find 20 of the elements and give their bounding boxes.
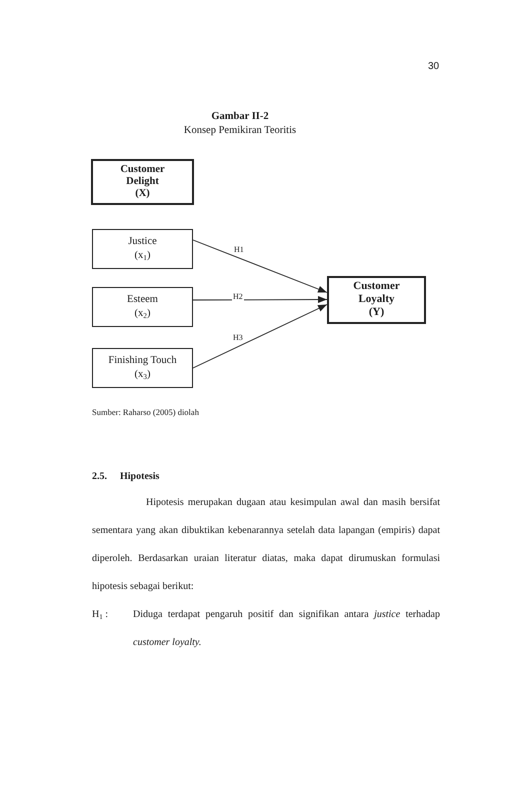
variable-box: Finishing Touch (x$_{3}$) — [92, 348, 193, 388]
hypothesis-text: Diduga terdapat pengaruh positif dan signifikan antara justice terhadap customer loyalty. — [133, 608, 440, 650]
source-note: Sumber: Raharso (2005) diolah — [92, 406, 200, 418]
page-number: 30 — [428, 60, 440, 73]
edge-label: H1 — [233, 245, 245, 255]
figure-subtitle: Konsep Pemikiran Teoritis — [182, 124, 298, 137]
arrow — [192, 240, 328, 293]
edge-label: H3 — [232, 333, 244, 343]
variable-box: Esteem (x$_{2}$) — [92, 287, 193, 327]
construct-box: Customer Loyalty (Y) — [327, 276, 426, 324]
variable-box: Justice (x$_{1}$) — [92, 229, 193, 269]
hypothesis-label: H$_{1}$ : — [92, 608, 110, 623]
paragraph: Hipotesis merupakan dugaan atau kesimpulan awal dan masih bersifat sementara yang akan dibuktikan kebenarannya setelah data lapangan (empiris) dapat diperoleh. Berdasarkan uraian literatur diatas, maka dapat dirumuskan formulasi hipotesis sebagai berikut: — [92, 496, 440, 594]
section-number: 2.5. — [92, 470, 108, 483]
figure-title: Gambar II-2 — [210, 110, 270, 123]
arrow — [192, 296, 328, 304]
arrow — [192, 304, 328, 368]
section-heading: Hipotesis — [120, 470, 160, 483]
construct-box: Customer Delight (X) — [91, 159, 194, 205]
edge-label: H2 — [232, 292, 244, 302]
